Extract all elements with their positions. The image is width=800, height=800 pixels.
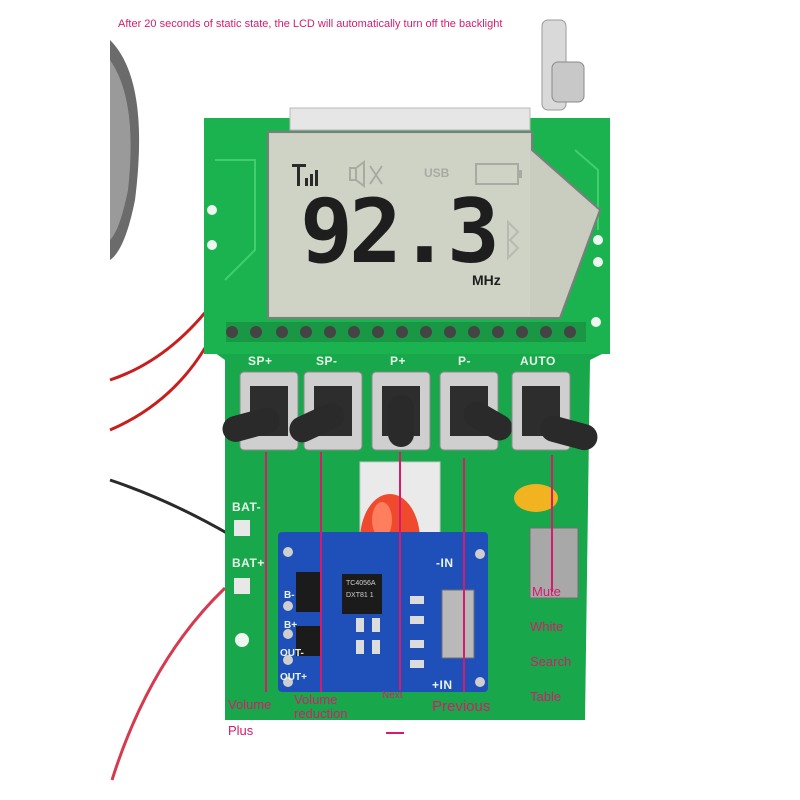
button-p-minus <box>439 371 513 451</box>
label-mute: Mute <box>532 584 561 599</box>
label-volume-plus-line1: Volume <box>228 697 272 712</box>
annotation-lines <box>265 452 553 734</box>
label-volume-plus-line2: Plus <box>228 723 254 738</box>
black-wire <box>109 478 233 538</box>
silk-p-plus: P+ <box>390 354 407 368</box>
silk-b-plus: B+ <box>284 620 298 631</box>
usb-indicator: USB <box>424 166 450 180</box>
button-sp-minus <box>289 371 363 451</box>
button-auto <box>511 371 598 451</box>
signal-icon <box>292 164 318 186</box>
silk-b-minus: B- <box>284 590 295 601</box>
speaker <box>110 40 140 260</box>
silk-auto: AUTO <box>520 354 556 368</box>
silk-p-minus: P- <box>458 354 471 368</box>
lcd-top-pins <box>289 107 531 131</box>
red-wire-top-2 <box>109 329 217 432</box>
bluetooth-icon <box>507 219 520 261</box>
lcd-display <box>267 131 602 319</box>
silk-out-minus: OUT- <box>280 648 304 659</box>
button-sp-plus <box>222 371 299 451</box>
label-table: Table <box>530 689 562 704</box>
metal-clip <box>541 19 585 111</box>
yellow-capacitor <box>514 484 558 512</box>
label-volume-reduction-line2: reduction <box>294 706 348 721</box>
silk-out-plus: OUT+ <box>280 672 307 683</box>
silk-sp-plus: SP+ <box>248 354 273 368</box>
tact-buttons <box>222 371 598 451</box>
frequency-unit: MHz <box>472 272 501 288</box>
silk-in-plus: +IN <box>432 678 453 692</box>
label-previous: Previous <box>432 698 491 715</box>
silk-bat-minus: BAT- <box>232 500 262 514</box>
charger-module <box>278 532 488 692</box>
mute-speaker-icon <box>349 160 383 188</box>
frequency-readout: 92.3 <box>300 180 500 283</box>
label-white: White <box>530 619 564 634</box>
silk-sp-minus: SP- <box>316 354 338 368</box>
silk-bat-plus: BAT+ <box>232 556 265 570</box>
label-search: Search <box>530 654 572 669</box>
battery-pads <box>234 520 250 594</box>
lcd-bottom-pins <box>226 322 586 342</box>
label-volume-reduction-line1: Volume <box>294 692 338 707</box>
button-p-plus <box>371 371 431 451</box>
backlight-note: After 20 seconds of static state, the LC… <box>118 18 503 30</box>
silk-in-minus: -IN <box>436 556 454 570</box>
red-wire-top <box>109 299 217 382</box>
usb-connector <box>529 527 579 599</box>
chip-marking-2: DXT81 1 <box>346 592 374 599</box>
battery-icon <box>475 163 522 185</box>
chip-marking-1: TC4056A <box>346 580 376 587</box>
red-wire-bottom <box>110 586 227 781</box>
label-next: Next <box>382 690 403 701</box>
